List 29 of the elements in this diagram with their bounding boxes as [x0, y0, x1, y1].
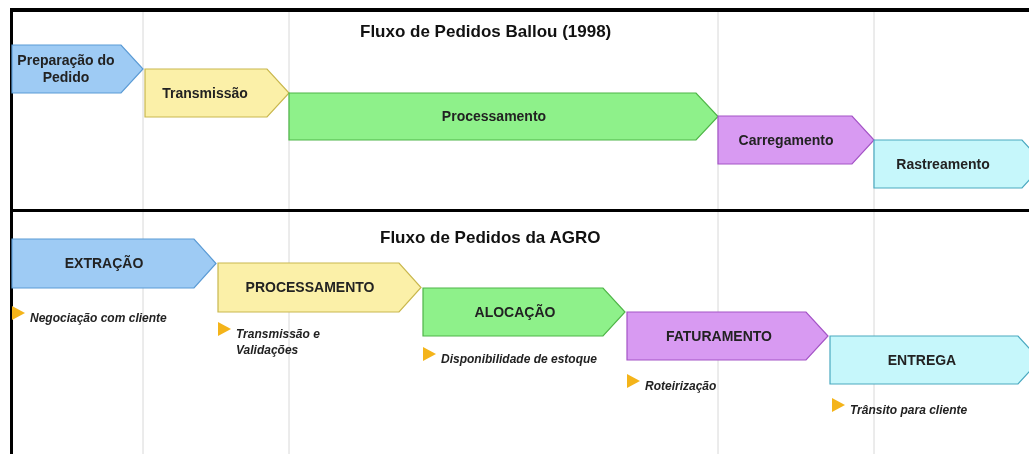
- step-note: Disponibilidade de estoque: [441, 351, 599, 368]
- chevron-step: [289, 93, 718, 140]
- chevron-step: [12, 45, 143, 93]
- step-label: EXTRAÇÃO: [63, 254, 145, 274]
- step-label: ENTREGA: [886, 350, 958, 370]
- step-label: Processamento: [440, 107, 548, 127]
- chevron-step: [145, 69, 289, 117]
- swimlane-panel: [10, 8, 1029, 212]
- chevron-step: [12, 239, 216, 288]
- chevron-step: [218, 263, 421, 312]
- step-note: Roteirização: [645, 378, 718, 395]
- step-note: Trânsito para cliente: [850, 402, 969, 419]
- chevron-step: [627, 312, 828, 360]
- step-label: Transmissão: [161, 83, 249, 103]
- step-note: Negociação com cliente: [30, 310, 168, 327]
- step-label: FATURAMENTO: [664, 326, 773, 346]
- chevron-step: [830, 336, 1029, 384]
- chevron-step: [718, 116, 874, 164]
- swimlane-panel: [10, 212, 1029, 454]
- step-label: ALOCAÇÃO: [473, 302, 557, 322]
- step-label: PROCESSAMENTO: [244, 278, 376, 298]
- step-note: Transmissão e Validações: [236, 326, 321, 359]
- chevron-step: [423, 288, 625, 336]
- panel-title: Fluxo de Pedidos Ballou (1998): [360, 22, 612, 42]
- panel-title: Fluxo de Pedidos da AGRO: [380, 228, 601, 248]
- step-label: Carregamento: [737, 130, 835, 150]
- step-label: Preparação do Pedido: [16, 51, 116, 87]
- step-label: Rastreamento: [895, 154, 991, 174]
- chevron-step: [874, 140, 1029, 188]
